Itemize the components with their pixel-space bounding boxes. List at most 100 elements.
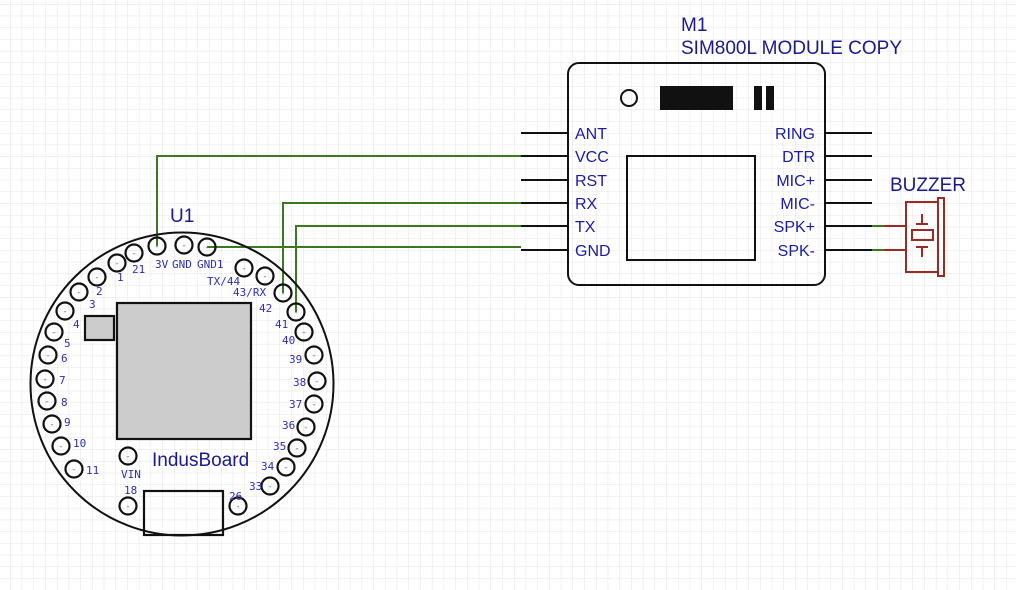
board-pin-21[interactable]: -21 (124, 243, 146, 277)
board-pin-label: 4 (73, 318, 80, 331)
board-pin-35[interactable]: -35 (273, 438, 307, 458)
pad-circle[interactable] (118, 496, 138, 516)
module-pin-mic-plus[interactable]: MIC+ (776, 173, 872, 190)
board-pin-label: 7 (59, 374, 66, 387)
pad-circle[interactable] (294, 322, 314, 342)
board-pin-vin[interactable]: -VIN (118, 446, 141, 482)
board-pin-10[interactable]: -10 (51, 436, 87, 456)
pad-circle[interactable] (174, 235, 194, 255)
pad-mark: - (315, 377, 318, 387)
pad-circle[interactable] (124, 243, 144, 263)
board-pin-label: 39 (289, 353, 302, 366)
pad-circle[interactable] (147, 236, 167, 256)
board-pin-6[interactable]: -6 (38, 345, 68, 366)
pad-circle[interactable] (296, 417, 316, 437)
board-pin-34[interactable]: -34 (261, 457, 296, 477)
module-pin-gnd[interactable]: GND (521, 243, 611, 260)
board-pin-label: 6 (61, 352, 68, 365)
pad-mark: - (312, 351, 315, 361)
pad-circle[interactable] (51, 436, 71, 456)
module-pin-label: RX (575, 196, 598, 213)
board-pin-3v[interactable]: -3V (147, 236, 169, 272)
board-pin-2[interactable]: -2 (87, 267, 107, 299)
sim800l-module[interactable]: M1 SIM800L MODULE COPY ANTVCCRSTRXTXGND … (521, 15, 902, 286)
module-pin-mic-minus[interactable]: MIC- (780, 196, 872, 213)
board-pin-39[interactable]: -39 (289, 345, 324, 367)
board-pin-label: 40 (282, 334, 295, 347)
board-pin-36[interactable]: -36 (282, 417, 316, 437)
module-left-pins: ANT VCC RST RX TX GND (521, 126, 611, 260)
pad-circle[interactable] (286, 302, 306, 322)
module-pin-tx[interactable]: TX (521, 219, 596, 236)
pad-circle[interactable] (107, 253, 127, 273)
module-pin-rx[interactable]: RX (521, 196, 598, 213)
pad-mark: - (302, 328, 305, 338)
module-pin-spk-plus[interactable]: SPK+ (774, 219, 872, 236)
pad-circle[interactable] (55, 301, 75, 321)
pad-circle[interactable] (234, 258, 254, 278)
board-pin-gnd[interactable]: -GND (172, 235, 194, 272)
board-pin-label: 41 (275, 318, 288, 331)
pad-circle[interactable] (276, 457, 296, 477)
pad-circle[interactable] (255, 266, 275, 286)
module-pin-spk-minus[interactable]: SPK- (778, 243, 872, 260)
module-pin-ring[interactable]: RING (775, 126, 872, 143)
module-pin-label: ANT (575, 126, 607, 143)
pad-mark: - (236, 502, 239, 512)
board-pin-7[interactable]: -7 (35, 369, 66, 389)
wire-42-rx[interactable] (282, 202, 521, 293)
board-pin-18[interactable]: -18 (118, 484, 138, 516)
wire-3v-vcc[interactable] (156, 155, 521, 246)
pad-mark: - (126, 502, 129, 512)
board-pin-43rx[interactable]: -43/RX (233, 266, 275, 300)
board-small-component (83, 314, 116, 342)
buzzer[interactable]: BUZZER (884, 175, 966, 277)
pad-circle[interactable] (87, 267, 107, 287)
board-pin-tx44[interactable]: -TX/44 (207, 258, 254, 289)
board-pin-label: 37 (289, 398, 302, 411)
pad-circle[interactable] (287, 438, 307, 458)
board-pin-8[interactable]: -8 (37, 391, 68, 411)
pad-circle[interactable] (197, 237, 217, 257)
board-pin-1[interactable]: -1 (107, 253, 127, 285)
pad-circle[interactable] (64, 459, 84, 479)
module-pin-dtr[interactable]: DTR (782, 149, 872, 166)
board-pin-37[interactable]: -37 (289, 394, 324, 414)
board-pin-11[interactable]: -11 (64, 459, 100, 479)
pad-circle[interactable] (35, 369, 55, 389)
pad-circle[interactable] (69, 282, 89, 302)
pad-circle[interactable] (304, 394, 324, 414)
board-pin-26[interactable]: -26 (228, 490, 248, 516)
board-pin-label: 26 (229, 490, 242, 503)
module-name: SIM800L MODULE COPY (681, 38, 902, 59)
module-pin-ant[interactable]: ANT (521, 126, 607, 143)
pad-circle[interactable] (307, 371, 327, 391)
pad-circle[interactable] (260, 476, 280, 496)
board-pin-41[interactable]: -41 (275, 302, 306, 332)
board-pin-5[interactable]: -5 (44, 322, 71, 351)
pad-mark: - (126, 452, 129, 462)
pad-circle[interactable] (304, 345, 324, 365)
board-pin-33[interactable]: -33 (249, 476, 280, 496)
board-pin-gnd1[interactable]: -GND1 (197, 237, 224, 272)
module-pin-vcc[interactable]: VCC (521, 149, 609, 166)
board-pin-42[interactable]: -42 (259, 283, 293, 316)
board-pin-38[interactable]: -38 (293, 371, 327, 391)
pad-circle[interactable] (38, 345, 58, 365)
board-pin-9[interactable]: -9 (42, 414, 71, 434)
pad-circle[interactable] (273, 283, 293, 303)
indusboard[interactable]: U1 IndusBoard -21-3V-GND-GND1-1-2-3-4-5-… (29, 206, 335, 537)
pad-circle[interactable] (44, 322, 64, 342)
pad-circle[interactable] (118, 446, 138, 466)
pad-circle[interactable] (37, 391, 57, 411)
pad-circle[interactable] (42, 414, 62, 434)
board-pin-3[interactable]: -3 (69, 282, 96, 312)
board-pin-40[interactable]: -40 (282, 322, 314, 348)
module-pin-label: VCC (575, 149, 609, 166)
board-pin-4[interactable]: -4 (55, 301, 81, 332)
pad-mark: - (242, 264, 245, 274)
board-pin-label: TX/44 (207, 275, 240, 288)
pad-circle[interactable] (228, 496, 248, 516)
module-pin-rst[interactable]: RST (521, 173, 607, 190)
